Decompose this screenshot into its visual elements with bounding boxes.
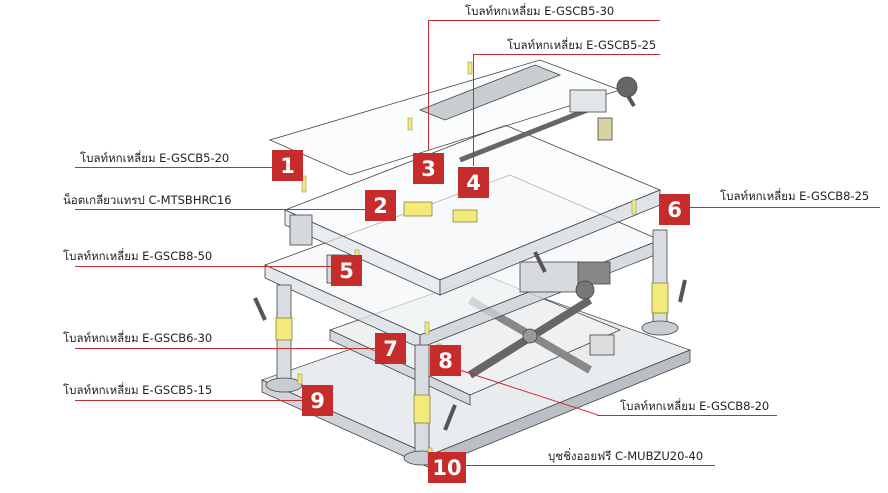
callout-badge-1: 1	[272, 150, 303, 181]
leader-line-7-h	[75, 348, 375, 349]
callout-badge-8: 8	[430, 345, 461, 376]
callout-label-3: โบลท์หกเหลี่ยม E-GSCB5-30	[465, 4, 615, 18]
leader-line-9-h	[75, 400, 302, 401]
leader-line-2-h	[75, 209, 365, 210]
leader-line-8-h2	[597, 415, 777, 416]
leader-line-3-h	[428, 20, 660, 21]
callout-badge-3: 3	[413, 153, 444, 184]
callout-label-10: บุชชิ่งออยฟรี C-MUBZU20-40	[548, 449, 704, 463]
callout-badge-10: 10	[428, 452, 466, 483]
callout-badge-7: 7	[375, 333, 406, 364]
leader-line-6-h	[690, 207, 880, 208]
callout-badge-6: 6	[659, 194, 690, 225]
leader-line-10-h	[465, 465, 715, 466]
leader-line-3-v	[428, 20, 429, 150]
callout-label-6: โบลท์หกเหลี่ยม E-GSCB8-25	[720, 189, 870, 203]
callout-label-5: โบลท์หกเหลี่ยม E-GSCB8-50	[63, 249, 213, 263]
callout-label-9: โบลท์หกเหลี่ยม E-GSCB5-15	[63, 383, 213, 397]
callout-label-7: โบลท์หกเหลี่ยม E-GSCB6-30	[63, 331, 213, 345]
callout-badge-5: 5	[331, 255, 362, 286]
leader-line-4-v	[473, 54, 474, 166]
callout-label-4: โบลท์หกเหลี่ยม E-GSCB5-25	[507, 38, 657, 52]
callout-badge-9: 9	[302, 385, 333, 416]
leader-line-5-h	[75, 266, 331, 267]
leader-line-1-h	[75, 167, 278, 168]
leader-line-4-h	[473, 54, 660, 55]
callout-badge-2: 2	[365, 190, 396, 221]
callout-badge-4: 4	[458, 167, 489, 198]
callout-label-8: โบลท์หกเหลี่ยม E-GSCB8-20	[620, 399, 770, 413]
callout-label-2: น็อตเกลียวแทรป C-MTSBHRC16	[63, 193, 232, 207]
callout-label-1: โบลท์หกเหลี่ยม E-GSCB5-20	[80, 151, 230, 165]
